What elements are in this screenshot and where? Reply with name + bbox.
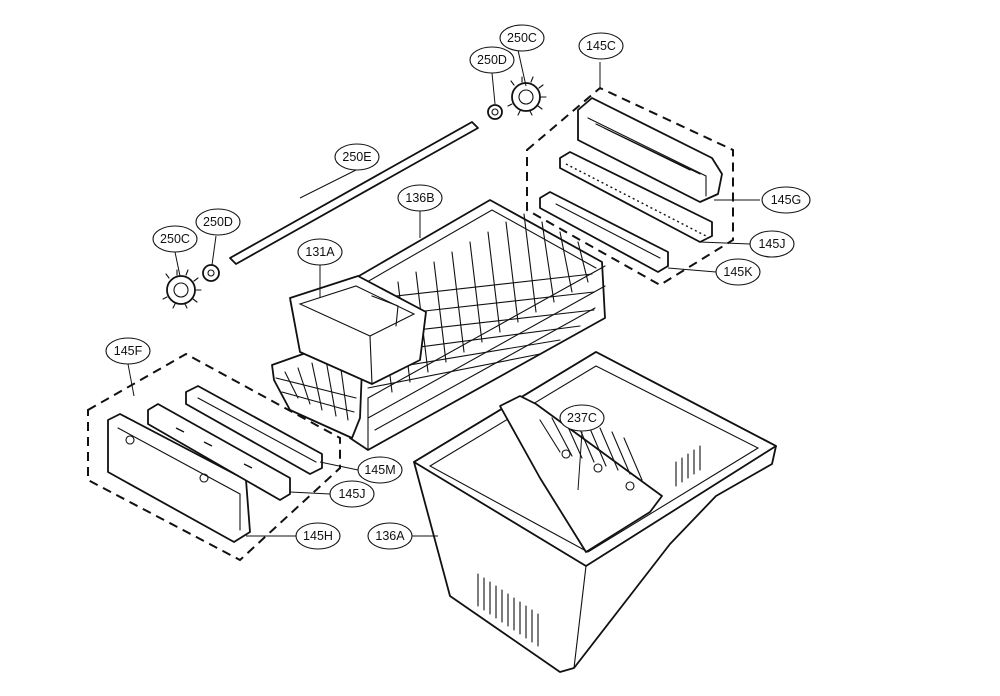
callout-label: 145G: [771, 193, 802, 207]
callout-label: 145M: [364, 463, 395, 477]
gear-250c-top: [507, 76, 547, 116]
callout-label: 131A: [305, 245, 335, 259]
callout-label: 250C: [507, 31, 537, 45]
callout-250d-top: 250D: [469, 46, 515, 74]
callout-145c: 145C: [578, 32, 624, 60]
callout-label: 145J: [758, 237, 785, 251]
callout-145h: 145H: [295, 522, 341, 550]
callout-label: 250C: [160, 232, 190, 246]
rail-assembly-145f: [87, 352, 341, 562]
callout-145j-right: 145J: [749, 230, 795, 258]
gear-250c-left: [162, 269, 202, 309]
callout-131a: 131A: [297, 238, 343, 266]
leader-lines: [127, 49, 760, 537]
callout-237c: 237C: [559, 404, 605, 432]
callout-label: 250D: [477, 53, 507, 67]
callout-label: 250E: [342, 150, 371, 164]
callout-label: 237C: [567, 411, 597, 425]
callout-label: 145C: [586, 39, 616, 53]
callout-label: 136B: [405, 191, 434, 205]
cap-250d-top: [487, 104, 503, 120]
bin-131a: [289, 275, 427, 385]
rail-assembly-145c: [526, 86, 734, 287]
callout-250d-left: 250D: [195, 208, 241, 236]
rod-250e: [229, 121, 479, 265]
callout-250e: 250E: [334, 143, 380, 171]
callout-145g: 145G: [761, 186, 811, 214]
callout-136b: 136B: [397, 184, 443, 212]
callout-145f: 145F: [105, 337, 151, 365]
callout-136a: 136A: [367, 522, 413, 550]
callout-250c-left: 250C: [152, 225, 198, 253]
crisper-drawer-136a: [413, 351, 777, 673]
wire-basket-136b: [349, 199, 606, 451]
callout-250c-top: 250C: [499, 24, 545, 52]
callout-145m: 145M: [357, 456, 403, 484]
callout-label: 145K: [723, 265, 753, 279]
callout-label: 145J: [338, 487, 365, 501]
callout-label: 145H: [303, 529, 333, 543]
callout-145k: 145K: [715, 258, 761, 286]
cap-250d-left: [202, 264, 220, 282]
callout-label: 136A: [375, 529, 405, 543]
callout-label: 145F: [114, 344, 143, 358]
callout-label: 250D: [203, 215, 233, 229]
callout-145j-left: 145J: [329, 480, 375, 508]
